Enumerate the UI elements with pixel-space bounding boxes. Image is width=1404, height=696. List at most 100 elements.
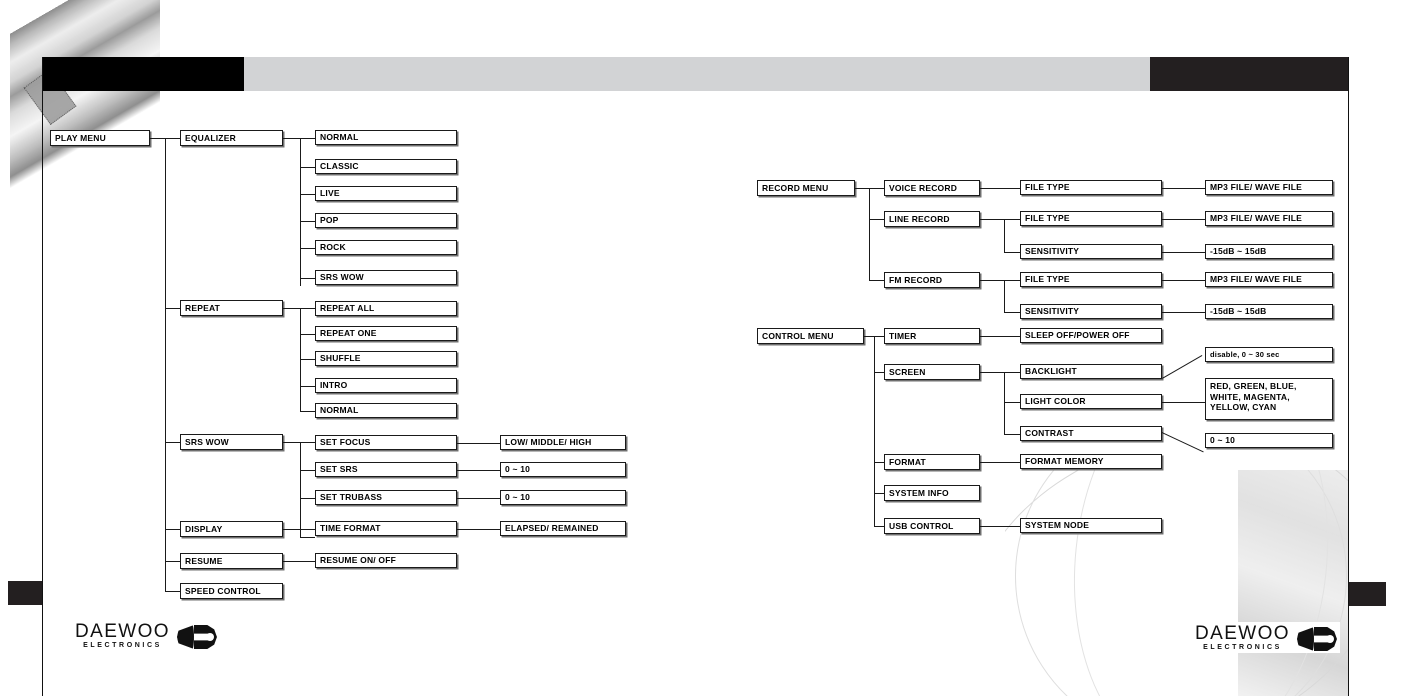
node-eq-normal[interactable]: NORMAL bbox=[315, 130, 457, 145]
value-line-file-type: MP3 FILE/ WAVE FILE bbox=[1205, 211, 1333, 226]
connector bbox=[874, 462, 884, 463]
header-band bbox=[42, 57, 1348, 91]
node-sleep-power-off[interactable]: SLEEP OFF/POWER OFF bbox=[1020, 328, 1162, 343]
node-repeat-normal[interactable]: NORMAL bbox=[315, 403, 457, 418]
node-resume[interactable]: RESUME bbox=[180, 553, 283, 569]
connector bbox=[300, 167, 315, 168]
node-intro[interactable]: INTRO bbox=[315, 378, 457, 393]
node-screen[interactable]: SCREEN bbox=[884, 364, 980, 380]
node-repeat-all[interactable]: REPEAT ALL bbox=[315, 301, 457, 316]
node-shuffle[interactable]: SHUFFLE bbox=[315, 351, 457, 366]
connector bbox=[980, 336, 1020, 337]
connector bbox=[874, 372, 884, 373]
node-usb-control[interactable]: USB CONTROL bbox=[884, 518, 980, 534]
connector bbox=[283, 308, 315, 309]
page-rule-left bbox=[42, 57, 43, 696]
connector-spine-screen bbox=[1004, 372, 1005, 434]
connector bbox=[980, 188, 1020, 189]
node-system-node[interactable]: SYSTEM NODE bbox=[1020, 518, 1162, 533]
connector bbox=[457, 498, 500, 499]
node-repeat-one[interactable]: REPEAT ONE bbox=[315, 326, 457, 341]
connector bbox=[1004, 434, 1020, 435]
node-backlight[interactable]: BACKLIGHT bbox=[1020, 364, 1162, 379]
node-voice-record[interactable]: VOICE RECORD bbox=[884, 180, 980, 196]
node-set-srs[interactable]: SET SRS bbox=[315, 462, 457, 477]
header-block-left bbox=[42, 57, 244, 91]
connector bbox=[1162, 402, 1205, 403]
node-fm-record[interactable]: FM RECORD bbox=[884, 272, 980, 288]
connector bbox=[980, 280, 1020, 281]
de-bowtie-logo-icon bbox=[176, 625, 217, 649]
node-eq-rock[interactable]: ROCK bbox=[315, 240, 457, 255]
connector bbox=[1004, 312, 1020, 313]
node-fm-file-type[interactable]: FILE TYPE bbox=[1020, 272, 1162, 287]
node-display[interactable]: DISPLAY bbox=[180, 521, 283, 537]
node-format-memory[interactable]: FORMAT MEMORY bbox=[1020, 454, 1162, 469]
connector-spine-play bbox=[165, 138, 166, 592]
value-fm-file-type: MP3 FILE/ WAVE FILE bbox=[1205, 272, 1333, 287]
corner-block-bottom-right bbox=[1349, 582, 1386, 606]
connector bbox=[283, 529, 315, 530]
node-play-menu[interactable]: PLAY MENU bbox=[50, 130, 150, 146]
node-system-info[interactable]: SYSTEM INFO bbox=[884, 485, 980, 501]
connector bbox=[980, 462, 1020, 463]
brand-wordmark: DAEWOO ELECTRONICS bbox=[75, 622, 170, 649]
connector bbox=[457, 529, 500, 530]
page-rule-right bbox=[1348, 57, 1349, 696]
connector bbox=[980, 526, 1020, 527]
connector bbox=[1162, 219, 1205, 220]
connector-diagonal-backlight bbox=[1162, 355, 1203, 379]
node-repeat[interactable]: REPEAT bbox=[180, 300, 283, 316]
node-srs-wow[interactable]: SRS WOW bbox=[180, 434, 283, 450]
footer-logo-right: DAEWOO ELECTRONICS bbox=[1192, 622, 1340, 653]
node-eq-classic[interactable]: CLASSIC bbox=[315, 159, 457, 174]
brand-wordmark: DAEWOO ELECTRONICS bbox=[1195, 624, 1290, 651]
node-equalizer[interactable]: EQUALIZER bbox=[180, 130, 283, 146]
value-set-srs: 0 ~ 10 bbox=[500, 462, 626, 477]
node-speed-control[interactable]: SPEED CONTROL bbox=[180, 583, 283, 599]
value-line-sensitivity: -15dB ~ 15dB bbox=[1205, 244, 1333, 259]
node-record-menu[interactable]: RECORD MENU bbox=[757, 180, 855, 196]
value-set-focus: LOW/ MIDDLE/ HIGH bbox=[500, 435, 626, 450]
brand-sub: ELECTRONICS bbox=[83, 642, 162, 649]
background-watermark bbox=[1005, 470, 1348, 696]
connector bbox=[283, 138, 315, 139]
connector bbox=[457, 470, 500, 471]
node-control-menu[interactable]: CONTROL MENU bbox=[757, 328, 864, 344]
node-resume-on-off[interactable]: RESUME ON/ OFF bbox=[315, 553, 457, 568]
connector bbox=[874, 493, 884, 494]
node-voice-file-type[interactable]: FILE TYPE bbox=[1020, 180, 1162, 195]
connector bbox=[980, 372, 1020, 373]
node-fm-sensitivity[interactable]: SENSITIVITY bbox=[1020, 304, 1162, 319]
connector bbox=[300, 194, 315, 195]
device-photo bbox=[10, 0, 160, 188]
node-eq-srs-wow[interactable]: SRS WOW bbox=[315, 270, 457, 285]
connector bbox=[300, 248, 315, 249]
connector bbox=[869, 280, 884, 281]
value-time-format: ELAPSED/ REMAINED bbox=[500, 521, 626, 536]
connector bbox=[300, 278, 315, 279]
connector-spine-srswow bbox=[300, 442, 301, 538]
node-format[interactable]: FORMAT bbox=[884, 454, 980, 470]
node-line-sensitivity[interactable]: SENSITIVITY bbox=[1020, 244, 1162, 259]
connector bbox=[300, 498, 315, 499]
node-eq-pop[interactable]: POP bbox=[315, 213, 457, 228]
connector bbox=[283, 442, 315, 443]
connector bbox=[165, 308, 180, 309]
connector bbox=[300, 359, 315, 360]
corner-block-bottom-left bbox=[8, 581, 42, 605]
watermark-globe-3 bbox=[1054, 470, 1348, 696]
node-set-focus[interactable]: SET FOCUS bbox=[315, 435, 457, 450]
node-eq-live[interactable]: LIVE bbox=[315, 186, 457, 201]
node-timer[interactable]: TIMER bbox=[884, 328, 980, 344]
connector bbox=[300, 221, 315, 222]
node-set-trubass[interactable]: SET TRUBASS bbox=[315, 490, 457, 505]
connector-spine-line bbox=[1004, 219, 1005, 252]
connector-spine-equalizer bbox=[300, 138, 301, 286]
connector bbox=[1004, 252, 1020, 253]
node-light-color[interactable]: LIGHT COLOR bbox=[1020, 394, 1162, 409]
node-contrast[interactable]: CONTRAST bbox=[1020, 426, 1162, 441]
node-time-format[interactable]: TIME FORMAT bbox=[315, 521, 457, 536]
node-line-record[interactable]: LINE RECORD bbox=[884, 211, 980, 227]
node-line-file-type[interactable]: FILE TYPE bbox=[1020, 211, 1162, 226]
